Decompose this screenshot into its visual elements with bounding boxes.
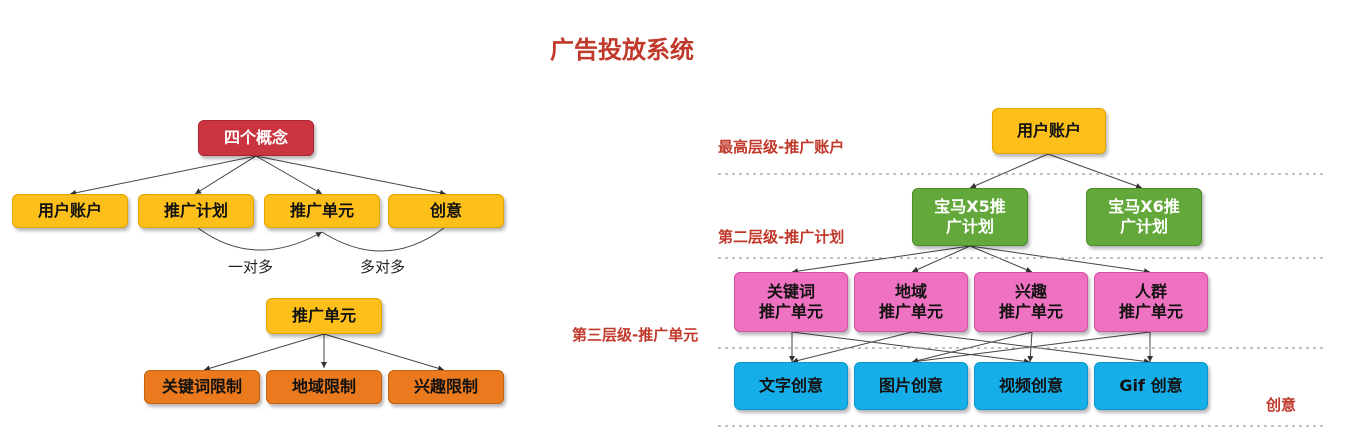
page-title: 广告投放系统 [550, 36, 694, 64]
creative-image: 图片创意 [854, 362, 968, 410]
level-label-second: 第二层级-推广计划 [718, 228, 845, 246]
level-label-top: 最高层级-推广账户 [718, 138, 845, 156]
unit-audience-label: 人群 推广单元 [1118, 282, 1183, 321]
limit-interest: 兴趣限制 [388, 370, 504, 404]
concept-user-account: 用户账户 [12, 194, 128, 228]
level-label-third: 第三层级-推广单元 [572, 326, 699, 344]
concept-ad-unit: 推广单元 [264, 194, 380, 228]
unit-keyword: 关键词 推广单元 [734, 272, 848, 332]
concepts-root-node: 四个概念 [198, 120, 314, 156]
creative-gif: Gif 创意 [1094, 362, 1208, 410]
plan-bmw-x5-label: 宝马X5推 广计划 [934, 197, 1006, 236]
unit-region: 地域 推广单元 [854, 272, 968, 332]
unit-interest: 兴趣 推广单元 [974, 272, 1088, 332]
unit-audience: 人群 推广单元 [1094, 272, 1208, 332]
unit-keyword-label: 关键词 推广单元 [758, 282, 823, 321]
account-node: 用户账户 [992, 108, 1106, 154]
relation-many-to-many: 多对多 [360, 258, 406, 276]
plan-bmw-x5: 宝马X5推 广计划 [912, 188, 1028, 246]
unit-interest-label: 兴趣 推广单元 [998, 282, 1063, 321]
level-label-creative: 创意 [1266, 396, 1297, 414]
limit-keyword: 关键词限制 [144, 370, 260, 404]
concept-creative: 创意 [388, 194, 504, 228]
concept-campaign: 推广计划 [138, 194, 254, 228]
limit-region: 地域限制 [266, 370, 382, 404]
ad-unit-node: 推广单元 [266, 298, 382, 334]
creative-text: 文字创意 [734, 362, 848, 410]
creative-video: 视频创意 [974, 362, 1088, 410]
plan-bmw-x6-label: 宝马X6推 广计划 [1108, 197, 1180, 236]
relation-one-to-many: 一对多 [228, 258, 274, 276]
plan-bmw-x6: 宝马X6推 广计划 [1086, 188, 1202, 246]
unit-region-label: 地域 推广单元 [878, 282, 943, 321]
